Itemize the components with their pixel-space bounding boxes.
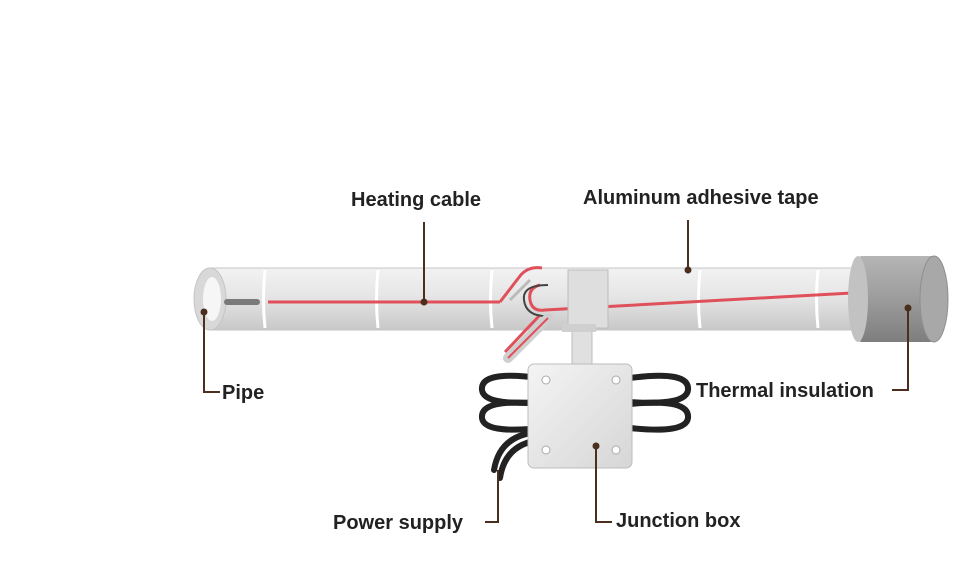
label-thermal-insulation: Thermal insulation bbox=[696, 380, 874, 402]
leader-thermal-insulation bbox=[892, 308, 909, 391]
leader-dots bbox=[200, 266, 912, 450]
thermal-insulation-cylinder bbox=[848, 255, 949, 343]
leader-lines bbox=[203, 220, 909, 523]
label-aluminum-tape: Aluminum adhesive tape bbox=[583, 187, 819, 209]
heating-cable bbox=[268, 266, 871, 354]
cable-end-cap bbox=[224, 299, 260, 305]
label-junction-box: Junction box bbox=[616, 510, 741, 532]
cable-loop bbox=[508, 278, 553, 318]
label-heating-cable: Heating cable bbox=[351, 189, 482, 211]
label-power-supply: Power supply bbox=[333, 512, 464, 534]
junction-box bbox=[527, 363, 633, 469]
leader-pipe bbox=[203, 312, 220, 393]
leader-power-supply bbox=[485, 470, 499, 523]
leader-junction-box bbox=[595, 446, 612, 523]
label-pipe: Pipe bbox=[222, 382, 265, 404]
cable-branch bbox=[503, 313, 553, 363]
aluminum-tape-bands bbox=[262, 269, 820, 329]
t-connector bbox=[562, 269, 609, 367]
